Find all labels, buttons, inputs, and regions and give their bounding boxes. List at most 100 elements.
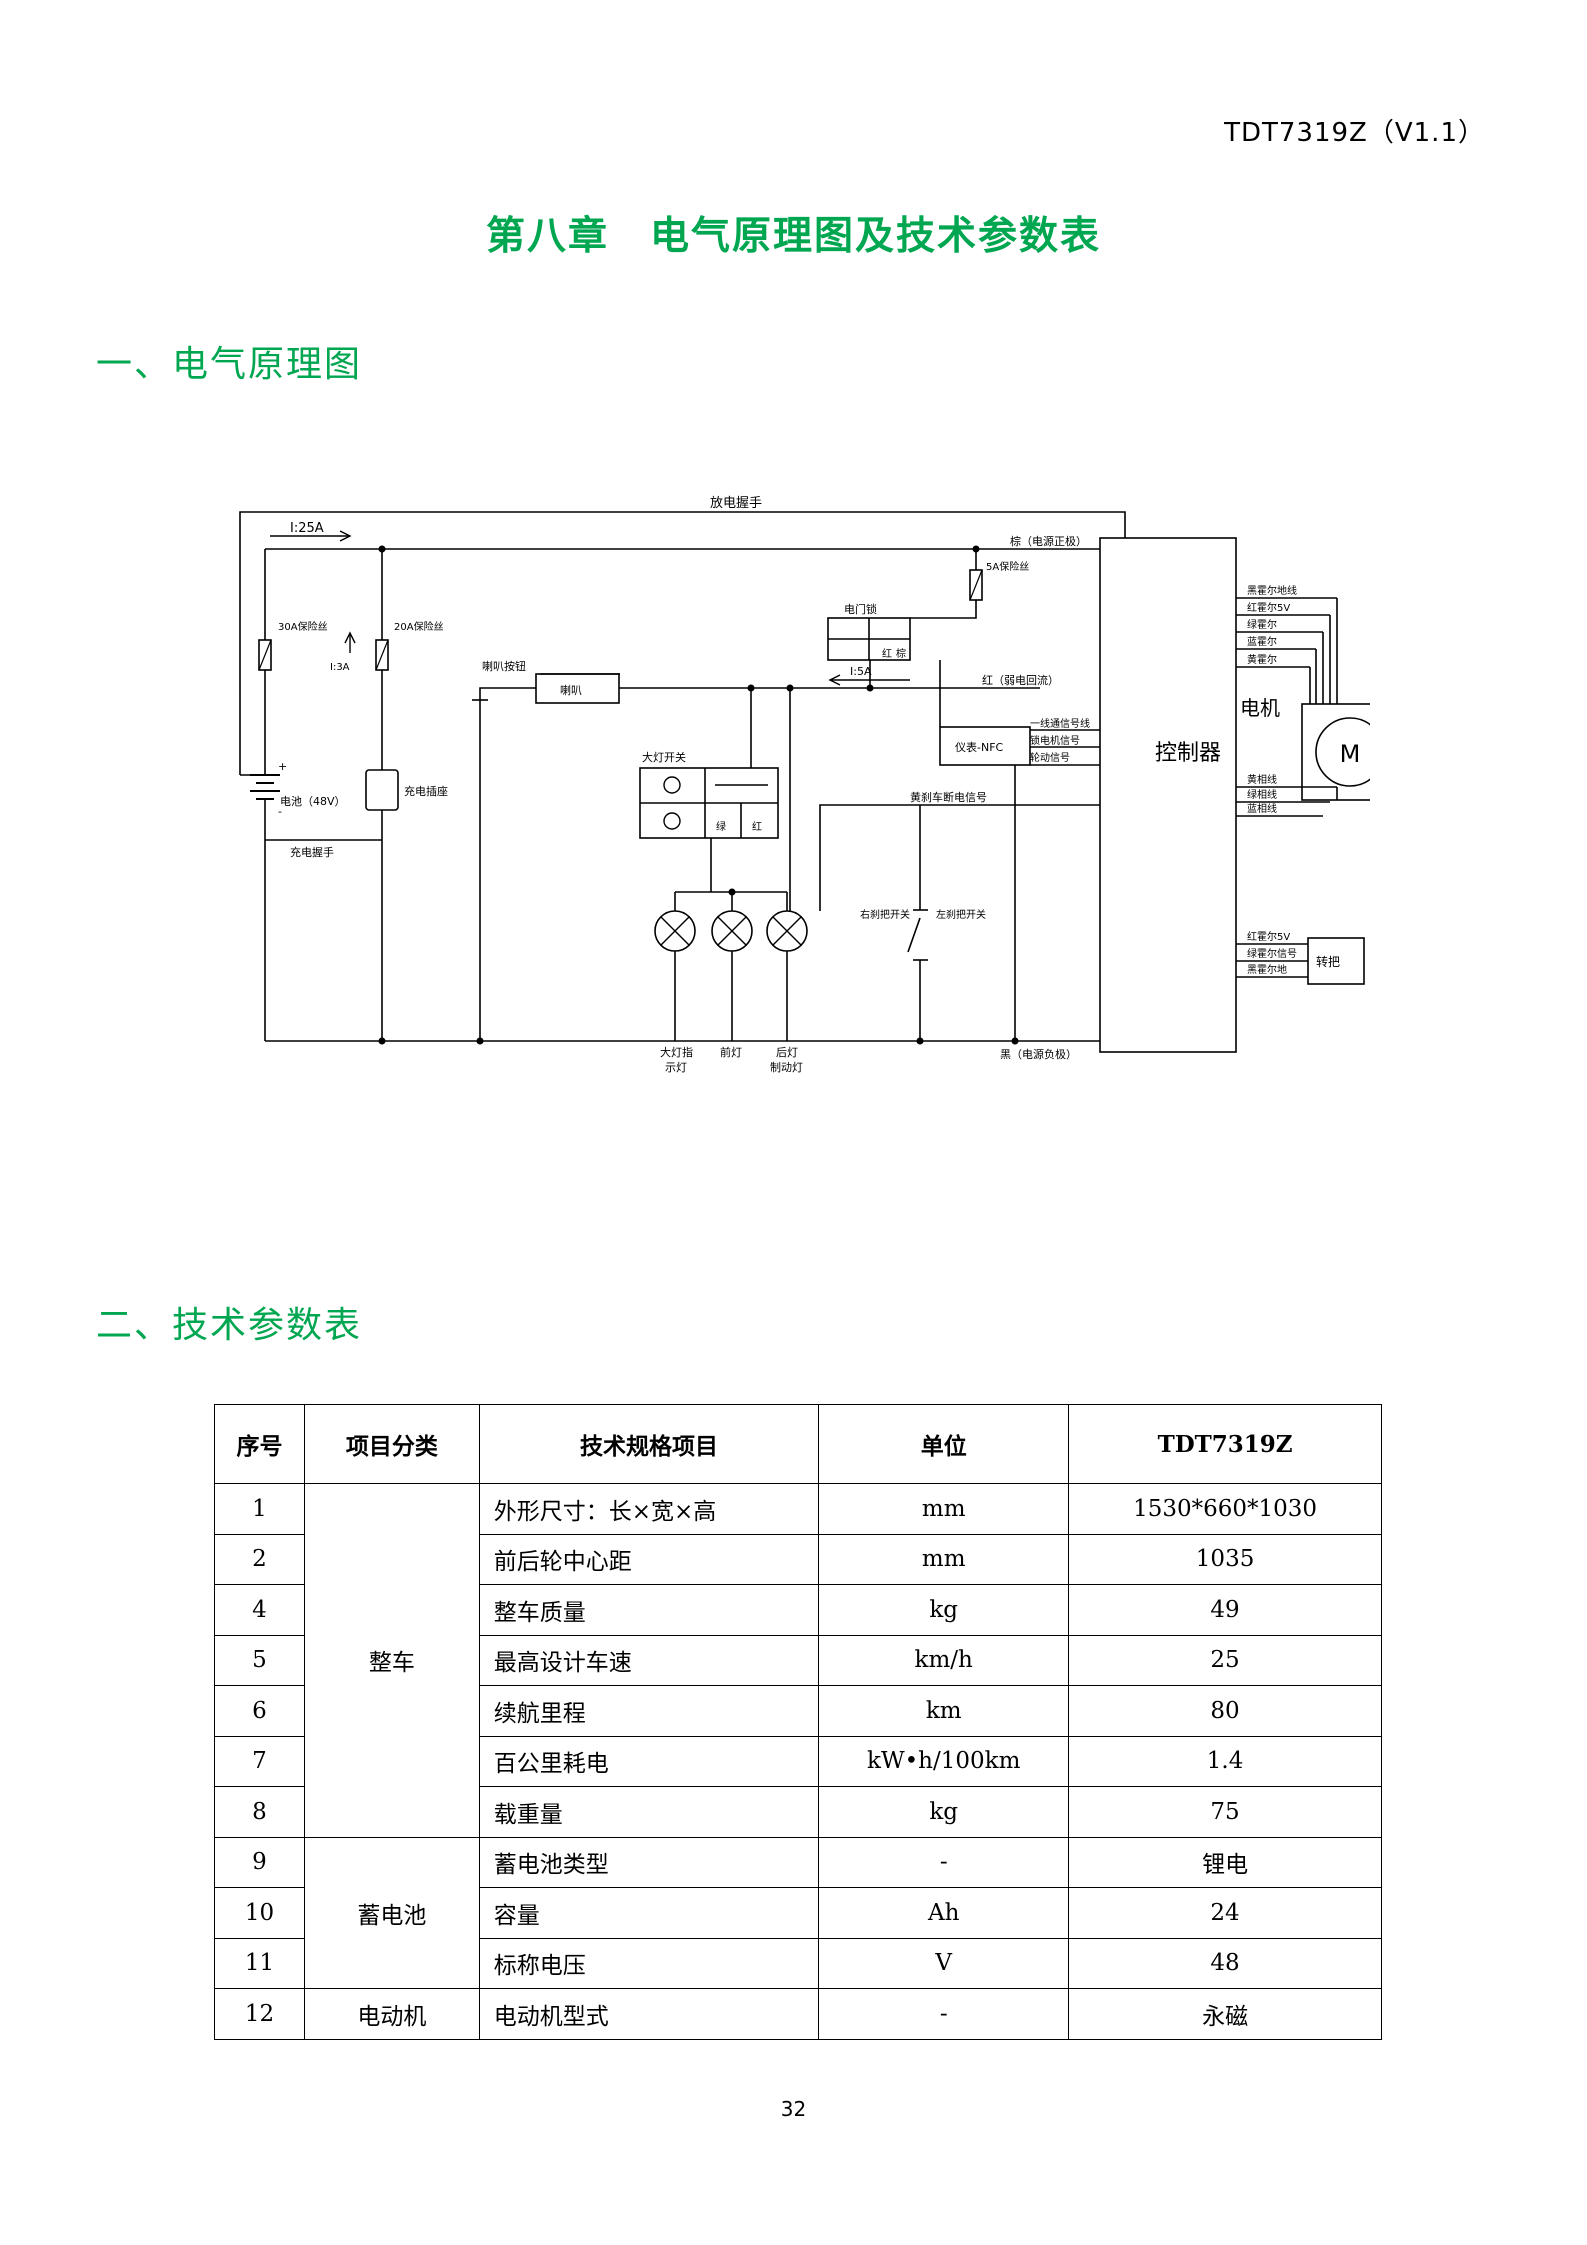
electrical-schematic: M 放电握手 I:25A 棕（电源正极） 电门锁 红 棕 喇叭按钮 喇叭 I:5… xyxy=(239,496,1370,1074)
spec-item: 前后轮中心距 xyxy=(478,1533,820,1585)
row-number: 4 xyxy=(214,1584,305,1636)
hall-gnd-label: 黑霍尔地线 xyxy=(1247,584,1297,597)
category-cell: 蓄电池 xyxy=(303,1836,480,1989)
spec-unit: - xyxy=(818,1836,1070,1888)
headlight-indicator-label-1: 大灯指 xyxy=(660,1045,693,1059)
right-brake-label: 右刹把开关 xyxy=(860,908,910,921)
front-light-label: 前灯 xyxy=(720,1045,742,1059)
row-number: 2 xyxy=(214,1533,305,1585)
header-model: TDT7319Z xyxy=(1068,1404,1382,1484)
current-3a-label: I:3A xyxy=(330,662,350,673)
spec-item: 标称电压 xyxy=(478,1937,820,1989)
lock-motor-label: 锁电机信号 xyxy=(1030,734,1080,747)
row-number: 5 xyxy=(214,1634,305,1686)
spec-unit: kg xyxy=(818,1786,1070,1838)
headlight-indicator-label-2: 示灯 xyxy=(665,1061,687,1074)
throttle-label: 转把 xyxy=(1316,954,1340,969)
spec-value: 49 xyxy=(1068,1584,1382,1636)
charger-port-label: 充电插座 xyxy=(404,784,448,798)
spec-item: 百公里耗电 xyxy=(478,1735,820,1787)
spec-value: 1530*660*1030 xyxy=(1068,1483,1382,1535)
discharge-handle-label: 放电握手 xyxy=(710,496,762,511)
section-title-schematic: 一、电气原理图 xyxy=(96,344,363,385)
spec-unit: kW•h/100km xyxy=(818,1735,1070,1787)
e-lock-brown-label: 棕 xyxy=(896,647,906,660)
brake-switch-icon xyxy=(907,909,928,961)
header-item: 技术规格项目 xyxy=(478,1404,820,1484)
wheel-signal-label: 轮动信号 xyxy=(1030,751,1070,764)
spec-unit: mm xyxy=(818,1483,1070,1535)
phase-green-label: 绿相线 xyxy=(1247,788,1277,801)
throttle-signal-label: 绿霍尔信号 xyxy=(1247,947,1297,960)
spec-value: 80 xyxy=(1068,1685,1382,1737)
spec-value: 25 xyxy=(1068,1634,1382,1686)
hall-blue-label: 蓝霍尔 xyxy=(1247,635,1277,648)
spec-unit: km xyxy=(818,1685,1070,1737)
spec-unit: mm xyxy=(818,1533,1070,1585)
spec-item: 外形尺寸：长×宽×高 xyxy=(478,1483,820,1535)
rear-light-label-2: 制动灯 xyxy=(770,1061,803,1074)
rear-light-label-1: 后灯 xyxy=(776,1046,798,1059)
headlight-switch-label: 大灯开关 xyxy=(642,750,686,764)
spec-value: 1035 xyxy=(1068,1533,1382,1585)
current-25a-label: I:25A xyxy=(290,521,324,536)
spec-item: 续航里程 xyxy=(478,1685,820,1737)
spec-item: 电动机型式 xyxy=(478,1988,820,2040)
hall-yellow-label: 黄霍尔 xyxy=(1247,653,1277,666)
battery-icon xyxy=(250,774,280,800)
header-unit: 单位 xyxy=(818,1404,1070,1484)
spec-item: 最高设计车速 xyxy=(478,1634,820,1686)
spec-value: 永磁 xyxy=(1068,1988,1382,2040)
positive-label: 棕（电源正极） xyxy=(1010,534,1087,548)
horn-button-label: 喇叭按钮 xyxy=(482,659,526,673)
row-number: 6 xyxy=(214,1685,305,1737)
motor-text-label: 电机 xyxy=(1240,696,1280,720)
fuse-30a-label: 30A保险丝 xyxy=(278,620,328,633)
motor-icon xyxy=(1315,717,1370,787)
charger-port-icon xyxy=(365,769,399,811)
motor-label: M xyxy=(1340,740,1361,768)
brake-signal-label: 黄刹车断电信号 xyxy=(910,790,987,804)
row-number: 10 xyxy=(214,1887,305,1939)
motor-box xyxy=(1301,703,1370,801)
one-wire-label: 一线通信号线 xyxy=(1030,717,1090,730)
throttle-5v-label: 红霍尔5V xyxy=(1247,930,1290,943)
header-no: 序号 xyxy=(214,1404,305,1484)
horn-label: 喇叭 xyxy=(560,683,582,697)
row-number: 7 xyxy=(214,1735,305,1787)
row-number: 11 xyxy=(214,1937,305,1989)
fuse-5a-label: 5A保险丝 xyxy=(986,560,1029,573)
phase-blue-label: 蓝相线 xyxy=(1247,802,1277,815)
switch-red-label: 红 xyxy=(752,820,762,833)
spec-item: 容量 xyxy=(478,1887,820,1939)
spec-unit: Ah xyxy=(818,1887,1070,1939)
weak-return-label: 红（弱电回流） xyxy=(982,673,1059,687)
switch-green-label: 绿 xyxy=(716,820,726,833)
battery-label: 电池（48V） xyxy=(280,795,346,808)
spec-unit: km/h xyxy=(818,1634,1070,1686)
category-cell: 整车 xyxy=(303,1483,480,1838)
fuse-20a-label: 20A保险丝 xyxy=(394,620,444,633)
current-5a-label: I:5A xyxy=(850,665,872,678)
negative-label: 黑（电源负极） xyxy=(1000,1047,1077,1061)
sun-icon xyxy=(663,776,681,794)
chapter-title: 第八章 电气原理图及技术参数表 xyxy=(485,214,1101,259)
spec-value: 1.4 xyxy=(1068,1735,1382,1787)
table-header-row: 序号 项目分类 技术规格项目 单位 TDT7319Z xyxy=(214,1404,1382,1484)
spec-item: 整车质量 xyxy=(478,1584,820,1636)
row-number: 12 xyxy=(214,1988,305,2040)
meter-nfc-box xyxy=(939,726,1031,766)
spec-value: 锂电 xyxy=(1068,1836,1382,1888)
header-category: 项目分类 xyxy=(303,1404,480,1484)
row-number: 9 xyxy=(214,1836,305,1888)
spec-value: 75 xyxy=(1068,1786,1382,1838)
phase-yellow-label: 黄相线 xyxy=(1247,773,1277,786)
category-cell: 电动机 xyxy=(303,1988,480,2040)
